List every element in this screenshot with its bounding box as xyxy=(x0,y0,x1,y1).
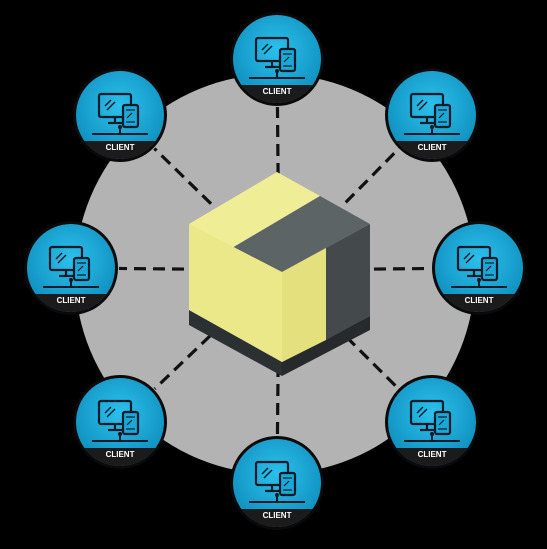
connector-lines xyxy=(118,106,432,436)
connector-line xyxy=(153,147,213,205)
connector-line xyxy=(118,266,185,271)
devices-icon xyxy=(404,399,460,442)
client-label: CLIENT xyxy=(418,143,447,152)
client-label: CLIENT xyxy=(106,143,135,152)
client-node[interactable]: CLIENT xyxy=(227,12,327,115)
devices-icon xyxy=(92,92,148,135)
cube-side-yellow-band xyxy=(282,248,326,362)
cube-top-dark xyxy=(232,196,370,272)
client-label: CLIENT xyxy=(57,296,86,305)
connector-line xyxy=(275,106,280,176)
connector-line xyxy=(153,334,212,390)
client-label: CLIENT xyxy=(106,450,135,459)
client-node[interactable]: CLIENT xyxy=(70,68,170,171)
cube-top-yellow xyxy=(189,172,320,248)
client-disc xyxy=(233,15,321,103)
devices-icon xyxy=(92,399,148,442)
client-disc xyxy=(233,439,321,527)
server-cube-icon xyxy=(189,172,370,376)
cube-side-dark xyxy=(326,224,370,340)
devices-icon xyxy=(249,460,305,503)
client-nodes: CLIENT CLIENT CLIENT CLIENT CLIENT CLIENT CLIE… xyxy=(21,12,529,539)
devices-icon xyxy=(249,36,305,79)
client-label: CLIENT xyxy=(263,87,292,96)
client-node[interactable]: CLIENT xyxy=(382,375,482,478)
connector-line xyxy=(275,364,280,436)
client-label: CLIENT xyxy=(465,296,494,305)
devices-icon xyxy=(404,92,460,135)
devices-icon xyxy=(43,245,99,288)
client-disc xyxy=(76,378,164,466)
client-label: CLIENT xyxy=(418,450,447,459)
connector-line xyxy=(345,335,400,390)
cube-base-front xyxy=(189,310,282,376)
client-node[interactable]: CLIENT xyxy=(382,68,482,171)
devices-icon xyxy=(451,245,507,288)
client-disc xyxy=(435,224,523,312)
connector-line xyxy=(373,266,432,271)
client-disc xyxy=(388,71,476,159)
client-disc xyxy=(388,378,476,466)
client-disc xyxy=(27,224,115,312)
cube-front-yellow xyxy=(189,224,282,362)
client-node[interactable]: CLIENT xyxy=(429,221,529,324)
client-label: CLIENT xyxy=(263,511,292,520)
client-node[interactable]: CLIENT xyxy=(21,221,121,324)
connector-line xyxy=(344,148,400,204)
client-node[interactable]: CLIENT xyxy=(227,436,327,539)
cube-base-side xyxy=(282,316,370,376)
client-node[interactable]: CLIENT xyxy=(70,375,170,478)
client-disc xyxy=(76,71,164,159)
